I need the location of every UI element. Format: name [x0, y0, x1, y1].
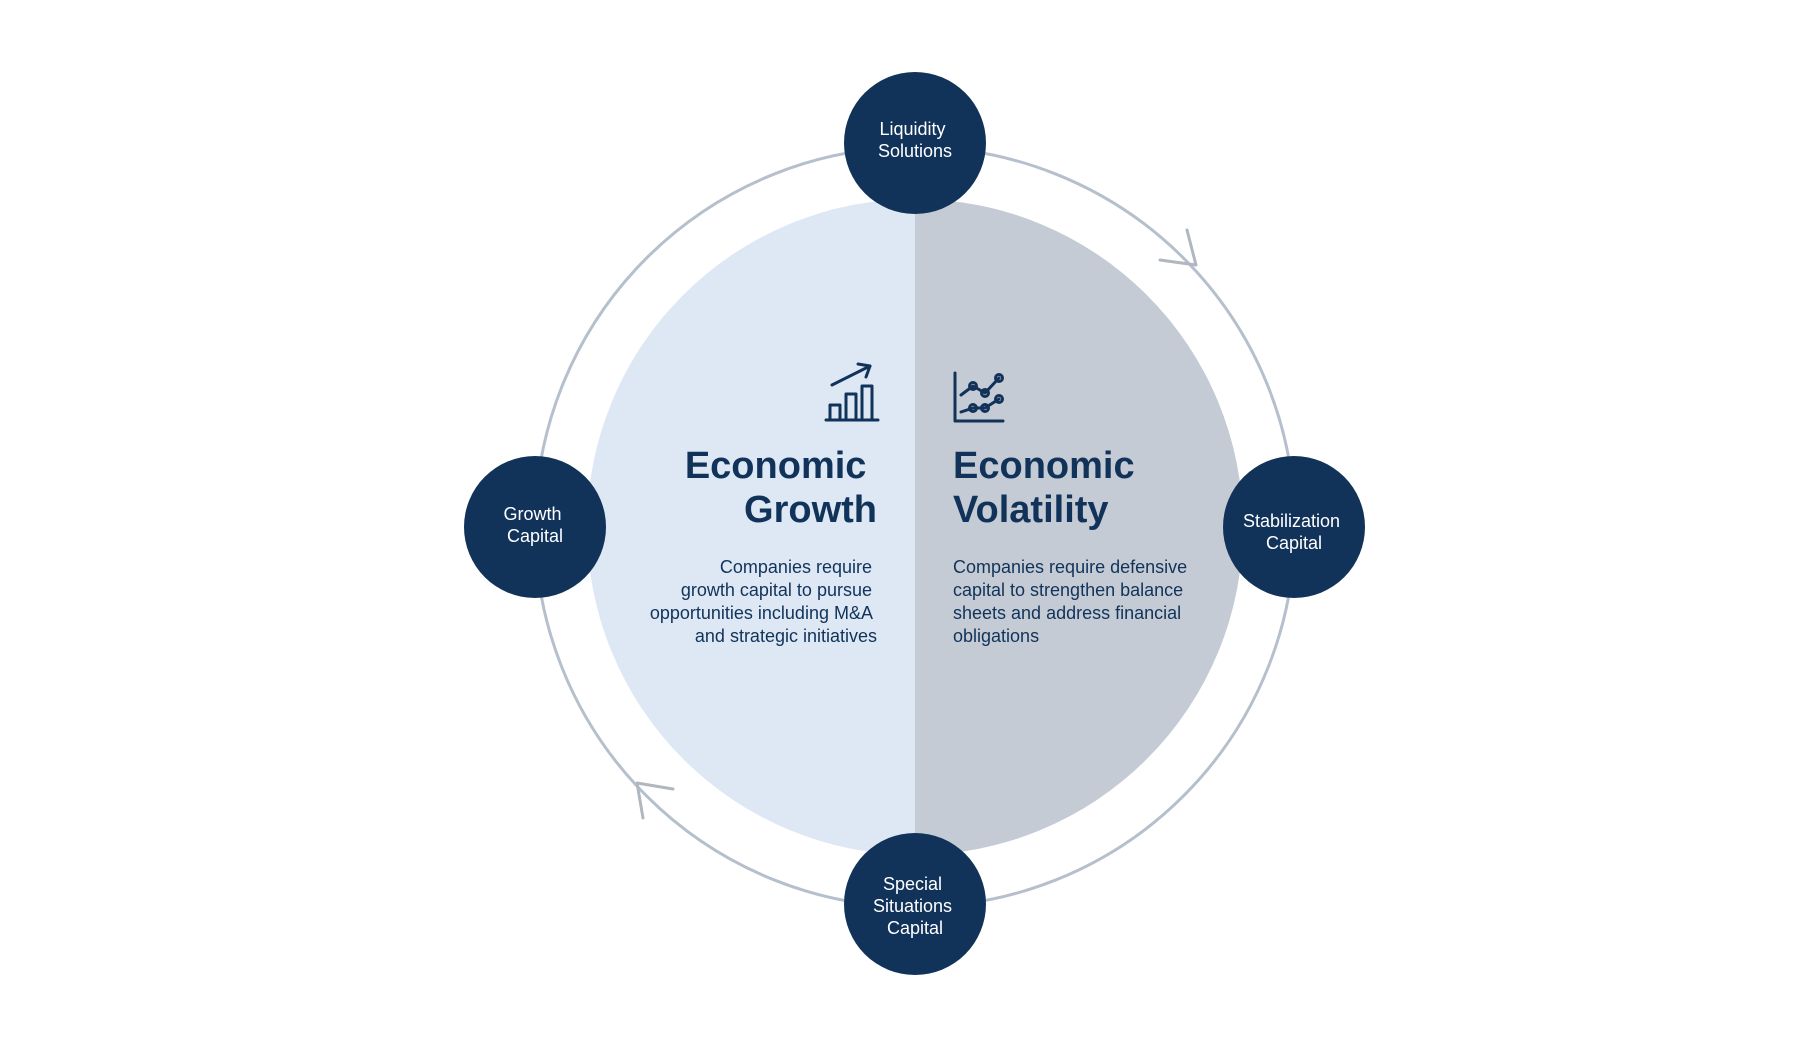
- node-label-line: Stabilization: [1243, 511, 1340, 531]
- cycle-arrow-bottom-left-icon: [635, 781, 675, 820]
- node-growth-capital: Growth Capital: [464, 456, 606, 598]
- description-line: obligations: [953, 626, 1039, 646]
- node-label: Stabilization Capital: [1243, 511, 1345, 553]
- description-line: Companies require: [720, 557, 872, 577]
- node-label-line: Special: [883, 874, 942, 894]
- node-label-line: Growth: [503, 504, 561, 524]
- node-label-line: Capital: [507, 526, 563, 546]
- node-label-line: Liquidity: [879, 119, 945, 139]
- node-label-line: Capital: [1266, 533, 1322, 553]
- node-circle: [464, 456, 606, 598]
- title-line: Economic: [685, 445, 867, 487]
- description-line: Companies require defensive: [953, 557, 1187, 577]
- economic-growth-description: Companies require growth capital to purs…: [650, 557, 877, 646]
- volatility-line-chart-icon: [953, 371, 1005, 423]
- economic-volatility-title: Economic Volatility: [953, 445, 1145, 531]
- growth-bar-chart-icon: [824, 362, 880, 422]
- node-special-situations-capital: Special Situations Capital: [844, 833, 986, 975]
- title-line: Volatility: [953, 489, 1109, 531]
- description-line: capital to strengthen balance: [953, 580, 1183, 600]
- node-stabilization-capital: Stabilization Capital: [1223, 456, 1365, 598]
- node-label: Special Situations Capital: [873, 874, 957, 938]
- node-circle: [1223, 456, 1365, 598]
- node-label-line: Solutions: [878, 141, 952, 161]
- node-label-line: Capital: [887, 918, 943, 938]
- description-line: and strategic initiatives: [695, 626, 877, 646]
- inner-disk: [587, 199, 1243, 855]
- node-label: Growth Capital: [503, 504, 566, 546]
- node-label: Liquidity Solutions: [878, 119, 952, 161]
- node-circle: [844, 72, 986, 214]
- node-circle: [844, 833, 986, 975]
- node-label-line: Situations: [873, 896, 952, 916]
- cycle-arrow-top-right-icon: [1158, 228, 1198, 267]
- title-line: Growth: [744, 489, 877, 531]
- title-line: Economic: [953, 445, 1135, 487]
- economic-growth-half: [587, 199, 915, 855]
- economic-volatility-description: Companies require defensive capital to s…: [953, 557, 1192, 646]
- node-liquidity-solutions: Liquidity Solutions: [844, 72, 986, 214]
- description-line: sheets and address financial: [953, 603, 1181, 623]
- economic-growth-title: Economic Growth: [685, 445, 877, 531]
- economic-volatility-half: [915, 199, 1243, 855]
- description-line: growth capital to pursue: [681, 580, 872, 600]
- description-line: opportunities including M&A: [650, 603, 873, 623]
